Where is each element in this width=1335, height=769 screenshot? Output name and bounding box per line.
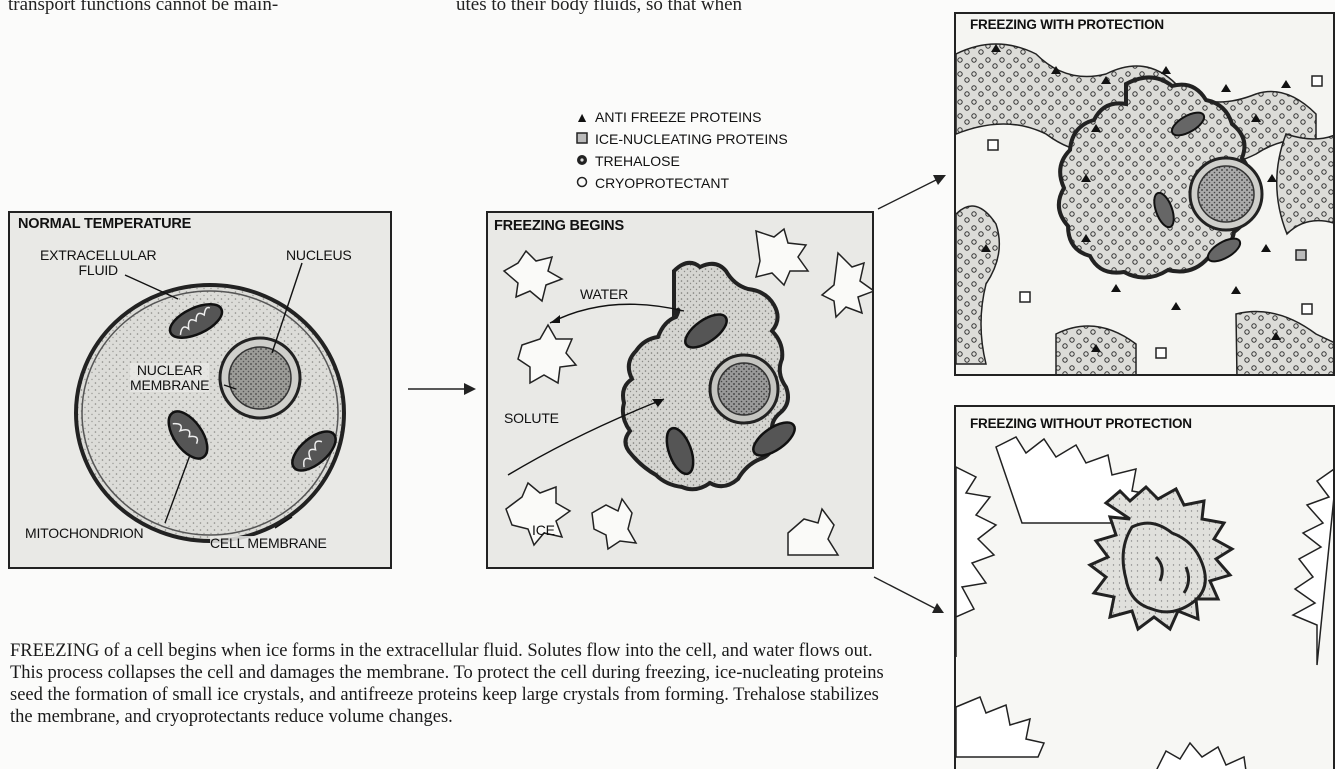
panel-title-with-protection: FREEZING WITH PROTECTION [970,18,1164,32]
legend-item-ice-nucleating: ICE-NUCLEATING PROTEINS [573,128,788,150]
nucleus-shape [229,347,291,409]
label-water: WATER [580,287,628,302]
ice-crystal-6 [592,499,636,549]
ice-crystal-7 [788,509,838,555]
ice-crystal-3 [822,253,874,317]
shriveled-cell-shape [1090,487,1232,629]
unprotected-cell-drawing [956,407,1335,769]
panel-title-normal: NORMAL TEMPERATURE [18,217,191,232]
label-solute: SOLUTE [504,411,559,426]
legend: ▲ ANTI FREEZE PROTEINS ICE-NUCLEATING PR… [573,106,788,194]
panel-freezing-without-protection: FREEZING WITHOUT PROTECTION [954,405,1335,769]
figure-caption: FREEZING of a cell begins when ice forms… [10,640,890,728]
label-nucleus: NUCLEUS [286,248,352,263]
large-ice-crystal-right [1293,467,1335,665]
label-mitochondrion: MITOCHONDRION [25,526,143,541]
header-text-left: transport functions cannot be main- [8,0,278,16]
legend-item-antifreeze: ▲ ANTI FREEZE PROTEINS [573,106,788,128]
label-nuclear-membrane: NUCLEAR MEMBRANE [130,363,209,392]
panel-normal-temperature: NORMAL TEMPERATURE EXTRACELLULAR FLUID N… [8,211,392,569]
large-ice-crystal-left [956,467,996,657]
label-ice: ICE [532,523,555,538]
panel-freezing-with-protection: FREEZING WITH PROTECTION [954,12,1335,376]
legend-item-cryoprotectant: CRYOPROTECTANT [573,172,788,194]
open-circle-icon [573,175,591,191]
label-cell-membrane: CELL MEMBRANE [210,536,327,551]
arrow-right-icon [464,383,476,395]
ice-crystal-4 [518,325,576,383]
ice-crystal-2 [756,229,808,285]
filled-triangle-icon: ▲ [573,109,591,125]
panel-title-without-protection: FREEZING WITHOUT PROTECTION [970,417,1192,431]
label-extracellular-fluid: EXTRACELLULAR FLUID [40,248,156,277]
legend-item-trehalose: TREHALOSE [573,150,788,172]
ice-crystal-1 [504,251,562,301]
protected-cell-drawing [956,14,1335,376]
freezing-cell-drawing [488,213,874,569]
filled-circle-icon [573,153,591,169]
arrow-down-right-icon [932,603,944,613]
panel-freezing-begins: FREEZING BEGINS WATER SOLUTE ICE [486,211,874,569]
freezing-nucleus [718,363,770,415]
header-text-right: utes to their body fluids, so that when [456,0,742,16]
panel-title-freezing: FREEZING BEGINS [494,219,624,234]
arrow-up-right-icon [933,175,946,185]
shaded-square-icon [573,131,591,147]
